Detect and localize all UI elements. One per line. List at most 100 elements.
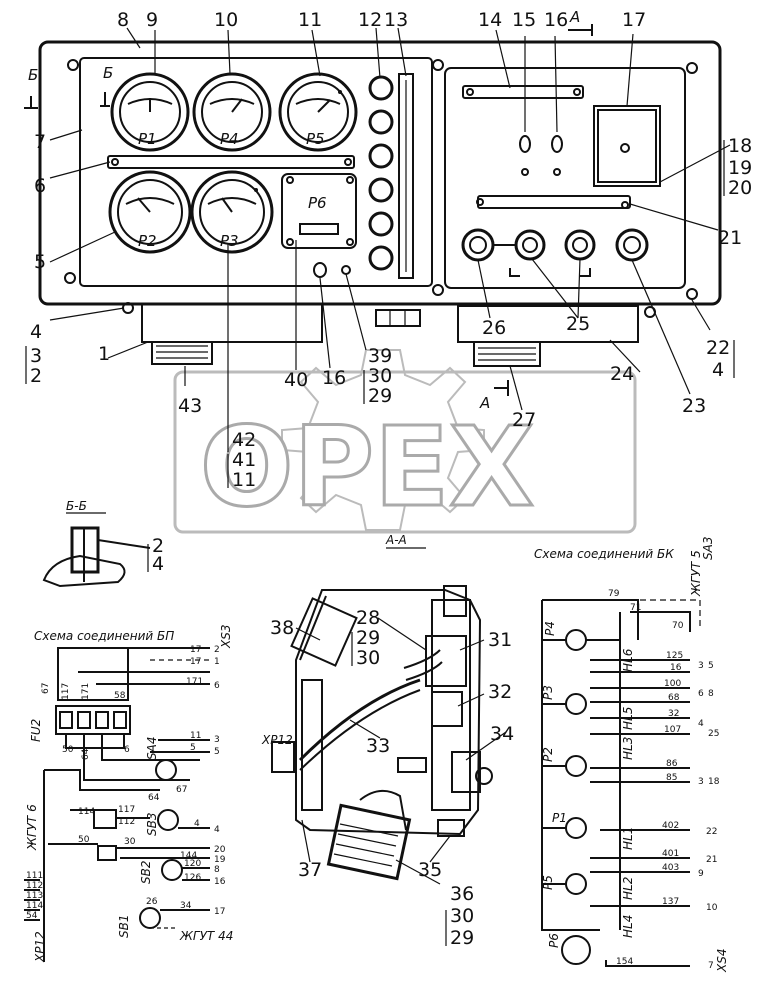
svg-text:68: 68 <box>668 693 680 703</box>
svg-text:HL2: HL2 <box>621 877 635 900</box>
svg-text:50: 50 <box>62 745 74 755</box>
label-34: 34 <box>490 723 514 745</box>
svg-text:HL6: HL6 <box>621 648 635 672</box>
label-10: 10 <box>214 9 238 31</box>
label-25: 25 <box>566 313 590 335</box>
svg-text:1: 1 <box>214 657 220 667</box>
svg-text:Б: Б <box>28 66 38 84</box>
label-4c: 4 <box>152 553 164 575</box>
watermark-text: OPEX <box>200 403 534 531</box>
svg-text:7: 7 <box>708 961 714 971</box>
svg-text:5: 5 <box>214 747 220 757</box>
label-2b: 2 <box>152 535 164 557</box>
panel-switches <box>313 135 563 278</box>
label-9: 9 <box>146 9 158 31</box>
label-41: 41 <box>232 449 256 471</box>
label-31: 31 <box>488 629 512 651</box>
label-5: 5 <box>34 251 46 273</box>
svg-text:P3: P3 <box>220 232 239 250</box>
svg-text:112: 112 <box>118 817 135 827</box>
svg-text:17: 17 <box>190 645 201 655</box>
label-29b: 29 <box>356 627 380 649</box>
gauge-p4: P4 <box>192 72 272 152</box>
svg-text:114: 114 <box>26 901 43 911</box>
svg-text:22: 22 <box>706 827 717 837</box>
svg-text:P4: P4 <box>220 130 239 148</box>
svg-text:171: 171 <box>186 677 203 687</box>
svg-text:XP12: XP12 <box>33 931 47 963</box>
label-4b: 4 <box>712 359 724 381</box>
svg-text:16: 16 <box>670 663 682 673</box>
label-42: 42 <box>232 429 256 451</box>
leader-lines-aa <box>295 617 507 885</box>
svg-text:17: 17 <box>214 907 225 917</box>
svg-text:54: 54 <box>26 911 38 921</box>
svg-text:30: 30 <box>124 837 136 847</box>
svg-text:P1: P1 <box>138 130 157 148</box>
schematic-bp: Схема соединений БП XS3 FU2 SA4 <box>24 625 293 963</box>
svg-text:HL4: HL4 <box>621 915 635 938</box>
svg-text:402: 402 <box>662 821 679 831</box>
indicator-lamps <box>368 73 414 279</box>
svg-text:26: 26 <box>146 897 158 907</box>
gauge-p6: P6 <box>281 173 357 249</box>
svg-text:3: 3 <box>698 661 704 671</box>
label-39: 39 <box>368 345 392 367</box>
label-14: 14 <box>478 9 502 31</box>
svg-text:P3: P3 <box>541 685 555 700</box>
svg-text:21: 21 <box>706 855 717 865</box>
svg-text:P2: P2 <box>138 232 157 250</box>
svg-text:XS4: XS4 <box>715 949 729 973</box>
label-30b: 30 <box>356 647 380 669</box>
svg-text:Б: Б <box>103 64 113 82</box>
label-11b: 11 <box>232 469 256 491</box>
svg-text:144: 144 <box>180 851 197 861</box>
svg-text:8: 8 <box>708 689 714 699</box>
svg-text:FU2: FU2 <box>29 719 43 742</box>
svg-text:SB1: SB1 <box>117 915 131 938</box>
svg-text:6: 6 <box>124 745 130 755</box>
label-6: 6 <box>34 175 46 197</box>
svg-text:P4: P4 <box>543 621 557 636</box>
panel-connectors <box>461 228 649 277</box>
svg-text:P1: P1 <box>552 811 567 825</box>
svg-text:Схема соединений БП: Схема соединений БП <box>34 629 174 643</box>
label-21: 21 <box>718 227 742 249</box>
svg-text:58: 58 <box>114 691 126 701</box>
svg-text:137: 137 <box>662 897 679 907</box>
svg-text:71: 71 <box>630 603 641 613</box>
label-11: 11 <box>298 9 322 31</box>
label-38: 38 <box>270 617 294 639</box>
svg-text:125: 125 <box>666 651 683 661</box>
svg-text:154: 154 <box>616 957 633 967</box>
svg-text:11: 11 <box>190 731 201 741</box>
svg-text:4: 4 <box>214 825 220 835</box>
svg-text:10: 10 <box>706 903 718 913</box>
label-16: 16 <box>544 9 568 31</box>
label-33: 33 <box>366 735 390 757</box>
svg-text:SA4: SA4 <box>145 737 159 760</box>
gauge-p3: P3 <box>190 170 274 254</box>
svg-text:113: 113 <box>26 891 43 901</box>
svg-text:64: 64 <box>148 793 160 803</box>
label-20: 20 <box>728 177 752 199</box>
svg-text:HL3: HL3 <box>621 737 635 760</box>
svg-text:20: 20 <box>214 845 226 855</box>
svg-text:19: 19 <box>214 855 226 865</box>
svg-text:34: 34 <box>180 901 192 911</box>
svg-text:67: 67 <box>176 785 187 795</box>
svg-text:SB3: SB3 <box>145 813 159 836</box>
label-29: 29 <box>368 385 392 407</box>
svg-text:XS3: XS3 <box>219 625 233 649</box>
label-1: 1 <box>98 343 110 365</box>
svg-text:P5: P5 <box>306 130 325 148</box>
svg-text:А: А <box>569 8 580 26</box>
label-12: 12 <box>358 9 382 31</box>
svg-text:P2: P2 <box>541 747 555 762</box>
svg-text:Схема соединений БК: Схема соединений БК <box>534 547 674 561</box>
label-3: 3 <box>30 345 42 367</box>
svg-text:171: 171 <box>81 683 91 700</box>
gauge-p2: P2 <box>108 170 192 254</box>
label-18: 18 <box>728 135 752 157</box>
